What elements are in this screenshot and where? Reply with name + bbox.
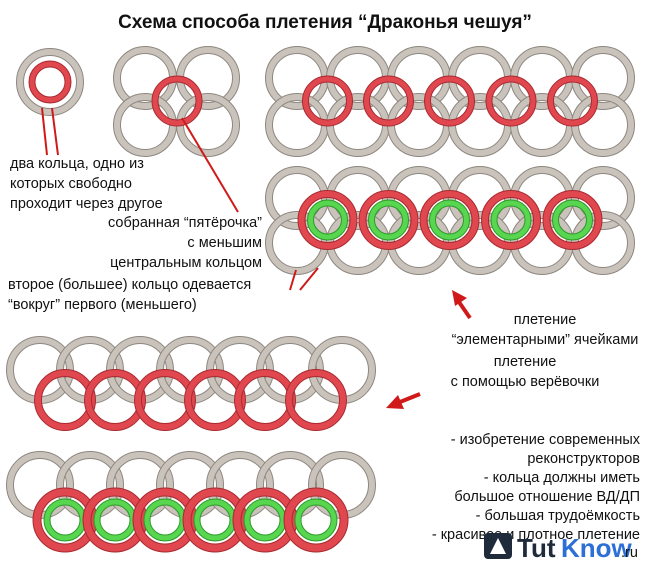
svg-text:с помощью верёвочки: с помощью верёвочки <box>451 374 600 390</box>
red-ring <box>232 487 298 553</box>
arrow-left-icon <box>386 392 421 409</box>
pointer-line <box>299 267 319 291</box>
red-ring <box>424 75 475 127</box>
red-ring <box>132 487 198 553</box>
red-ring <box>419 190 480 250</box>
green-ring <box>294 498 338 542</box>
pointer-lines <box>41 107 319 291</box>
red-ring <box>32 487 98 553</box>
red-ring <box>283 487 349 553</box>
svg-text:центральным кольцом: центральным кольцом <box>110 255 262 271</box>
label-second-ring: второе (большее) кольцо одевается “вокру… <box>8 277 251 313</box>
svg-text:плетение: плетение <box>494 354 557 370</box>
red-ring <box>82 487 148 553</box>
rings-layer <box>6 46 635 553</box>
green-ring <box>490 199 532 241</box>
red-ring <box>285 369 347 431</box>
svg-text:с меньшим: с меньшим <box>187 235 262 251</box>
svg-text:реконструкторов: реконструкторов <box>527 451 640 467</box>
red-ring <box>542 190 603 250</box>
svg-text:- изобретение современных: - изобретение современных <box>451 432 641 448</box>
green-ring <box>552 199 593 241</box>
watermark-logo: Tut Know .ru <box>484 533 638 563</box>
svg-text:проходит через другое: проходит через другое <box>10 196 163 212</box>
svg-text:плетение: плетение <box>514 312 577 328</box>
svg-text:собранная “пятёрочка”: собранная “пятёрочка” <box>108 215 262 231</box>
label-five: собранная “пятёрочка” с меньшим централь… <box>108 215 262 271</box>
diagram-title: Схема способа плетения “Драконья чешуя” <box>118 12 532 33</box>
watermark-brand-b: Know <box>561 533 633 563</box>
red-ring <box>151 75 203 127</box>
green-ring <box>307 199 348 241</box>
svg-text:второе (большее) кольцо одевае: второе (большее) кольцо одевается <box>8 277 251 293</box>
svg-text:большое отношение ВД/ДП: большое отношение ВД/ДП <box>454 489 640 505</box>
label-notes: - изобретение современных реконструкторо… <box>432 432 641 543</box>
red-ring <box>485 75 537 127</box>
label-rope: плетение с помощью верёвочки <box>451 354 600 390</box>
label-elementary: плетение “элементарными” ячейками <box>452 312 639 348</box>
green-ring <box>368 199 409 241</box>
svg-text:два кольца, одно из: два кольца, одно из <box>10 156 144 172</box>
red-ring <box>547 75 598 127</box>
green-ring <box>429 199 470 241</box>
silver-ring <box>16 48 84 116</box>
red-ring <box>358 190 419 250</box>
pointer-line <box>289 269 297 291</box>
pointer-line <box>51 107 59 156</box>
pointer-line <box>41 107 48 156</box>
red-ring <box>28 60 72 104</box>
watermark-brand-a: Tut <box>517 533 556 563</box>
svg-text:“элементарными” ячейками: “элементарными” ячейками <box>452 332 639 348</box>
label-two-rings: два кольца, одно из которых свободно про… <box>10 156 163 212</box>
red-ring <box>481 190 541 250</box>
watermark-suffix: .ru <box>621 545 638 561</box>
pointer-line <box>181 117 239 213</box>
svg-text:- красивое и плотное плетение: - красивое и плотное плетение <box>432 527 640 543</box>
svg-text:которых свободно: которых свободно <box>10 176 132 192</box>
green-ring <box>243 498 287 542</box>
red-ring <box>182 487 248 553</box>
red-ring <box>302 75 353 127</box>
svg-text:- кольца должны иметь: - кольца должны иметь <box>484 470 640 486</box>
arrow-up-icon <box>452 290 472 320</box>
svg-text:- большая трудоёмкость: - большая трудоёмкость <box>476 508 640 524</box>
red-ring <box>297 190 358 250</box>
svg-text:“вокруг” первого (меньшего): “вокруг” первого (меньшего) <box>8 297 197 313</box>
red-ring <box>363 75 414 127</box>
